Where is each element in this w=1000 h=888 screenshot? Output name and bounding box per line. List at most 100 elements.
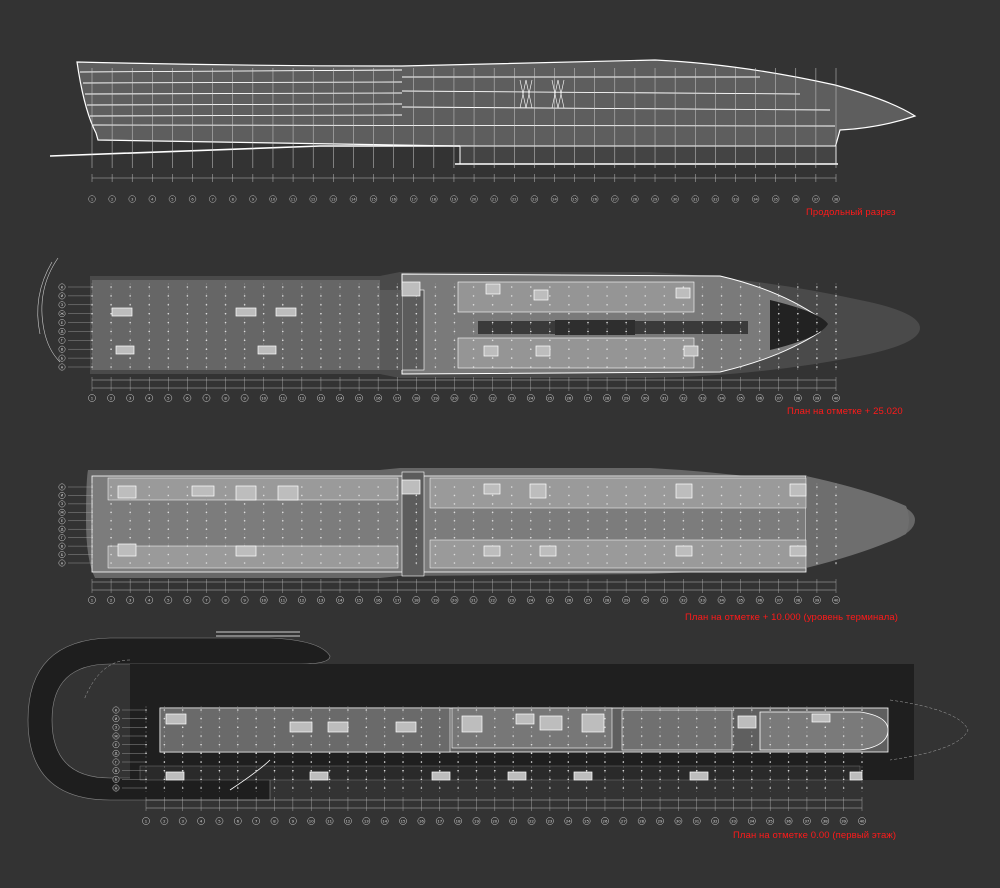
- plan-column-dot: [842, 726, 845, 729]
- plan-column-dot: [739, 295, 742, 297]
- axis-bubble: [736, 596, 745, 604]
- plan-column-dot: [816, 511, 818, 514]
- axis-bubble: [430, 195, 438, 203]
- plan-column-dot: [415, 321, 418, 324]
- plan-column-dot: [181, 735, 184, 737]
- plan-column-dot: [273, 743, 276, 746]
- plan-column-dot: [732, 761, 735, 763]
- plan-column-dot: [824, 743, 827, 746]
- plan-column-dot: [457, 735, 459, 737]
- plan-column-dot: [415, 339, 418, 342]
- plan-column-dot: [625, 330, 627, 333]
- axis-bubble: [208, 195, 217, 203]
- plan-column-dot: [644, 528, 647, 531]
- plan-column-dot: [835, 357, 837, 359]
- plan-column-dot: [659, 726, 661, 729]
- plan-column-dot: [585, 761, 588, 763]
- plan-column-dot: [510, 553, 513, 556]
- plan-column-dot: [453, 303, 456, 306]
- row-bubble: [112, 758, 120, 766]
- row-letter: И: [61, 494, 64, 498]
- axis-number: 19: [433, 597, 438, 602]
- plan-column-dot: [806, 717, 808, 720]
- plan-column-dot: [695, 769, 698, 772]
- axis-bubble: [637, 817, 646, 825]
- plan-column-dot: [769, 726, 772, 729]
- section-caption: Продольный разрез: [806, 207, 896, 218]
- plan-column-dot: [347, 743, 349, 746]
- plan-column-dot: [453, 519, 456, 522]
- row-bubble: [58, 551, 66, 559]
- plan-column-dot: [292, 778, 294, 781]
- plan-column-dot: [205, 303, 208, 306]
- plan-column-dot: [644, 366, 647, 368]
- axis-bubble: [202, 394, 211, 402]
- axis-number: 7: [205, 597, 208, 602]
- axis-number: 9: [243, 597, 246, 602]
- plan-column-dot: [751, 787, 753, 789]
- plan-column-dot: [110, 366, 112, 368]
- plan-column-dot: [383, 787, 386, 789]
- axis-number: 3: [129, 597, 132, 602]
- plan-column-dot: [529, 348, 532, 351]
- plan-column-dot: [186, 545, 189, 547]
- plan-column-dot: [281, 357, 284, 359]
- plan-column-dot: [861, 743, 863, 746]
- row-bubble: [58, 559, 66, 567]
- axis-bubble: [660, 394, 669, 402]
- plan-column-dot: [787, 778, 790, 781]
- axis-number: 35: [768, 818, 773, 823]
- axis-bubble: [126, 394, 135, 402]
- row-bubble: [58, 491, 66, 499]
- axis-bubble: [469, 596, 478, 604]
- plan-column-dot: [262, 339, 265, 342]
- axis-number: 16: [376, 597, 381, 602]
- plan-column-dot: [415, 348, 418, 351]
- plan-column-dot: [396, 486, 399, 488]
- plan-column-dot: [205, 562, 208, 564]
- plan-column-dot: [585, 787, 588, 789]
- axis-number: 15: [357, 395, 362, 400]
- plan-column-dot: [472, 528, 475, 531]
- plan-column-dot: [549, 519, 551, 522]
- plan-column-dot: [567, 735, 570, 737]
- axis-bubble: [289, 195, 297, 203]
- plan-column-dot: [328, 778, 331, 781]
- axis-number: 38: [834, 197, 839, 201]
- axis-bubble: [671, 195, 679, 203]
- plan-column-dot: [549, 303, 551, 306]
- row-letter: З: [61, 303, 64, 307]
- plan-column-dot: [758, 366, 761, 368]
- plan-column-dot: [453, 339, 456, 342]
- plan-column-dot: [842, 743, 845, 746]
- axis-number: 37: [776, 597, 781, 602]
- axis-number: 26: [592, 197, 597, 201]
- plan-column-dot: [457, 743, 459, 746]
- plan-column-dot: [758, 494, 761, 497]
- plan-column-dot: [604, 735, 606, 737]
- plan-column-dot: [438, 761, 441, 763]
- axis-number: 21: [511, 818, 516, 823]
- axis-bubble: [656, 817, 664, 825]
- plan-core-box: [483, 483, 501, 495]
- plan-column-dot: [512, 717, 514, 720]
- plan-column-dot: [475, 752, 478, 755]
- axis-number: 5: [167, 395, 170, 400]
- plan-column-dot: [434, 330, 437, 333]
- plan-column-dot: [677, 717, 680, 720]
- plan-column-dot: [787, 752, 790, 755]
- plan-column-dot: [529, 339, 532, 342]
- plan-column-dot: [640, 778, 643, 781]
- plan-column-dot: [148, 545, 151, 547]
- plan-column-dot: [835, 295, 837, 297]
- plan-column-dot: [301, 366, 303, 368]
- plan-column-dot: [301, 562, 303, 564]
- plan-column-dot: [167, 553, 170, 556]
- plan-column-dot: [861, 709, 863, 711]
- plan-column-dot: [777, 511, 780, 514]
- plan-column-dot: [472, 295, 475, 297]
- axis-bubble: [160, 817, 169, 825]
- plan-core-box: [573, 771, 593, 781]
- plan-column-dot: [510, 545, 513, 547]
